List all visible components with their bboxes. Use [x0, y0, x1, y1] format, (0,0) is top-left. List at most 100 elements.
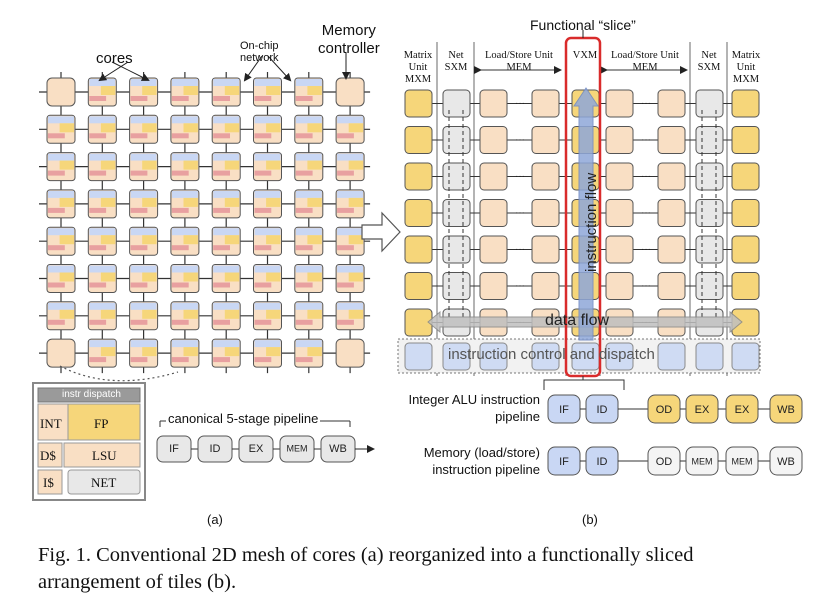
- core-fp-band: [224, 86, 240, 95]
- core-tile: [294, 77, 324, 107]
- core-tile: [253, 189, 282, 219]
- core-fp-band: [183, 235, 198, 245]
- core-tile: [170, 189, 200, 219]
- core-tile: [294, 152, 324, 182]
- core-lsu-band: [171, 207, 189, 213]
- core-tile: [129, 152, 159, 182]
- slice-tile: [657, 89, 686, 118]
- sliced-tiles: ········································…: [397, 30, 761, 378]
- mc-body: [335, 338, 365, 368]
- core-tile: [170, 301, 200, 331]
- core-fp-band: [307, 309, 322, 319]
- core-lsu-band: [254, 96, 272, 101]
- memory-controller-tile: [335, 77, 365, 107]
- slice-tile: [442, 89, 471, 118]
- dispatch-tile: [605, 342, 634, 371]
- slice-tile: [695, 89, 724, 118]
- core-lsu-band: [171, 245, 189, 251]
- core-fp-band: [100, 309, 116, 319]
- slice-tile: [442, 199, 471, 227]
- core-tile: [253, 114, 282, 144]
- alu-stage-label: IF: [559, 404, 569, 416]
- core-fp-band: [348, 272, 364, 282]
- net-unit: [67, 469, 141, 495]
- slice-tile: [605, 272, 634, 300]
- tile-ellipsis: ···: [515, 281, 525, 292]
- slice-tile: [695, 235, 724, 264]
- core-lsu-band: [89, 207, 107, 213]
- alu-stage-label: OD: [656, 404, 673, 416]
- int-unit: [37, 403, 69, 441]
- core-fp-band: [59, 309, 74, 319]
- mem-stage-label: OD: [656, 456, 673, 468]
- core-tile: [87, 338, 117, 368]
- core-dispatch-band: [48, 116, 74, 124]
- core-lsu-band: [337, 282, 354, 288]
- core-lsu-band: [89, 245, 107, 251]
- core-tile: [170, 226, 200, 256]
- core-dispatch-band: [254, 228, 281, 236]
- core-tile: [46, 189, 76, 219]
- core-dispatch-band: [254, 116, 281, 124]
- column-header: Net SXM: [697, 50, 721, 73]
- slice-tile: [404, 235, 433, 264]
- slice-title: Functional “slice”: [530, 17, 636, 33]
- slice-tile: [731, 162, 760, 191]
- slice-tile: [605, 199, 634, 227]
- core-fp-band: [307, 235, 322, 245]
- slice-tile: [442, 235, 471, 264]
- core-lsu-band: [213, 245, 230, 251]
- net-label: NET: [91, 475, 117, 490]
- mc-body: [46, 77, 76, 107]
- core-dispatch-band: [337, 302, 364, 310]
- dispatch-tile: [695, 342, 724, 371]
- dispatch-tile: [442, 342, 471, 371]
- sublabel-a: (a): [207, 512, 223, 527]
- core-dispatch-band: [48, 302, 74, 310]
- core-dispatch-band: [254, 265, 281, 273]
- core-tile: [170, 77, 200, 107]
- core-fp-band: [142, 347, 157, 357]
- core-fp-band: [307, 272, 322, 282]
- core-dispatch-band: [48, 265, 74, 273]
- tile-ellipsis: ···: [641, 135, 651, 146]
- tile-ellipsis: ···: [641, 244, 651, 255]
- tile-ellipsis: ···: [515, 244, 525, 255]
- core-dispatch-band: [254, 190, 281, 198]
- core-lsu-band: [171, 319, 189, 325]
- core-lsu-band: [171, 282, 189, 288]
- canonical-stage-label: ID: [210, 443, 221, 455]
- column-header: Load/Store Unit MEM: [611, 50, 679, 73]
- mem-stage-label: IF: [559, 456, 569, 468]
- data-flow-label: data flow: [545, 312, 610, 329]
- core-fp-band: [307, 123, 322, 133]
- slice-tile: [731, 126, 760, 154]
- core-lsu-band: [213, 133, 230, 139]
- core-fp-band: [59, 197, 74, 207]
- core-dispatch-band: [213, 228, 240, 236]
- core-lsu-band: [130, 170, 148, 176]
- core-tile: [211, 301, 241, 331]
- core-dispatch-band: [213, 79, 240, 86]
- core-lsu-band: [130, 357, 148, 363]
- tile-ellipsis: ···: [641, 281, 651, 292]
- core-tile: [129, 77, 159, 107]
- column-header: Net SXM: [444, 50, 468, 73]
- slice-tile: [479, 89, 508, 118]
- dispatch-tile: [731, 342, 760, 371]
- core-tile: [211, 189, 241, 219]
- core-lsu-band: [254, 357, 272, 363]
- slice-tile: [531, 162, 560, 191]
- core-lsu-band: [130, 319, 148, 325]
- lsu-unit: [63, 442, 141, 468]
- core-fp-band: [100, 123, 116, 133]
- core-lsu-band: [89, 282, 107, 288]
- slice-tile: [605, 235, 634, 264]
- slice-tile: [531, 89, 560, 118]
- label-pointer: [98, 61, 129, 82]
- core-tile: [253, 338, 282, 368]
- tile-ellipsis: ···: [641, 98, 651, 109]
- slice-tile: [404, 126, 433, 154]
- core-dispatch-band: [130, 79, 157, 86]
